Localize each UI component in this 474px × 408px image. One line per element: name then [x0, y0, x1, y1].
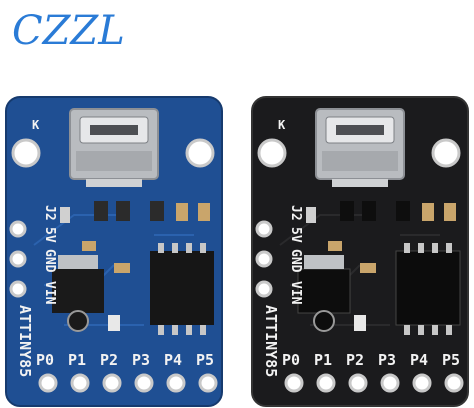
- attiny85-chip: [150, 243, 214, 335]
- side-label-j2: J2: [42, 205, 57, 221]
- digispark-board-black: K J2 5V GND VIN ATTINY85 P0 P1 P2 P3 P4 …: [250, 95, 470, 408]
- micro-usb-port: [69, 108, 159, 187]
- pin-label-p1: P1: [314, 351, 332, 369]
- side-label-5v: 5V: [288, 227, 303, 243]
- side-label-gnd: GND: [288, 249, 303, 273]
- pin-label-p2: P2: [346, 351, 364, 369]
- pin-label-p5: P5: [196, 351, 214, 369]
- side-label-5v: 5V: [42, 227, 57, 243]
- side-label-vin: VIN: [42, 281, 57, 305]
- brand-logo: CZZL: [8, 4, 138, 54]
- pin-label-p4: P4: [164, 351, 182, 369]
- digispark-board-blue: K J2 5V GND VIN ATTINY85 P0 P1 P2 P3 P4 …: [4, 95, 224, 408]
- pin-label-p2: P2: [100, 351, 118, 369]
- pin-label-p3: P3: [378, 351, 396, 369]
- chip-label: ATTINY85: [262, 305, 280, 377]
- pin-label-p5: P5: [442, 351, 460, 369]
- voltage-regulator: [297, 255, 351, 332]
- corner-label: K: [278, 118, 286, 132]
- pin-label-p0: P0: [282, 351, 300, 369]
- side-label-j2: J2: [288, 205, 303, 221]
- pin-label-p0: P0: [36, 351, 54, 369]
- pin-label-p3: P3: [132, 351, 150, 369]
- corner-label: K: [32, 118, 40, 132]
- pin-label-p4: P4: [410, 351, 428, 369]
- micro-usb-port: [315, 108, 405, 187]
- pin-label-p1: P1: [68, 351, 86, 369]
- side-label-gnd: GND: [42, 249, 57, 273]
- chip-label: ATTINY85: [16, 305, 34, 377]
- brand-logo-text: CZZL: [12, 8, 125, 54]
- side-label-vin: VIN: [288, 281, 303, 305]
- voltage-regulator: [52, 255, 104, 332]
- attiny85-chip: [395, 243, 461, 335]
